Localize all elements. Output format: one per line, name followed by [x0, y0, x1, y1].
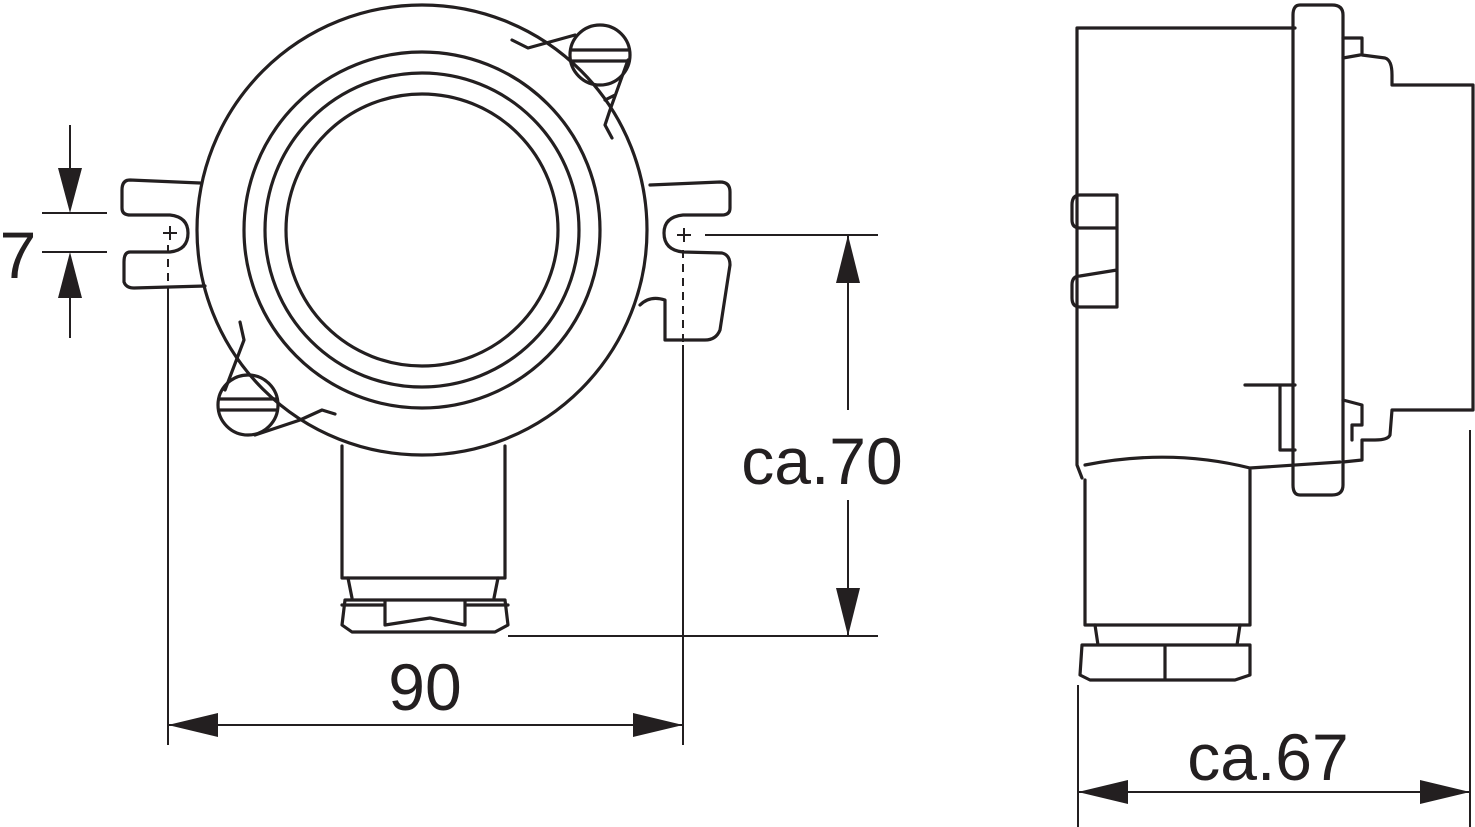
side-dimensions: ca.67 — [1077, 430, 1471, 827]
side-front-cover — [1341, 36, 1475, 464]
slot-height-label: 7 — [0, 218, 36, 292]
left-mounting-ear — [120, 178, 207, 290]
side-neck — [1083, 455, 1342, 627]
side-view — [1070, 3, 1475, 682]
mounting-height-label: ca.70 — [741, 424, 902, 498]
right-mounting-ear — [638, 180, 732, 342]
side-body — [1075, 26, 1297, 480]
ring-2 — [263, 71, 581, 389]
depth-label: ca.67 — [1187, 720, 1348, 794]
bottom-clip — [223, 320, 337, 437]
side-clip — [1070, 193, 1119, 309]
cable-gland-neck — [340, 444, 507, 580]
housing-outer-circle — [195, 3, 649, 457]
top-clip — [510, 33, 630, 140]
lid-window — [284, 92, 560, 368]
side-flange — [1291, 3, 1345, 497]
front-view — [120, 3, 732, 634]
cable-gland-nut — [340, 598, 510, 634]
front-dimensions: 7 90 ca.70 — [0, 125, 903, 745]
side-nut — [1078, 623, 1252, 682]
mounting-width-label: 90 — [388, 650, 461, 724]
ring-1 — [242, 50, 602, 410]
top-screw — [568, 23, 632, 87]
bottom-screw — [216, 373, 280, 437]
